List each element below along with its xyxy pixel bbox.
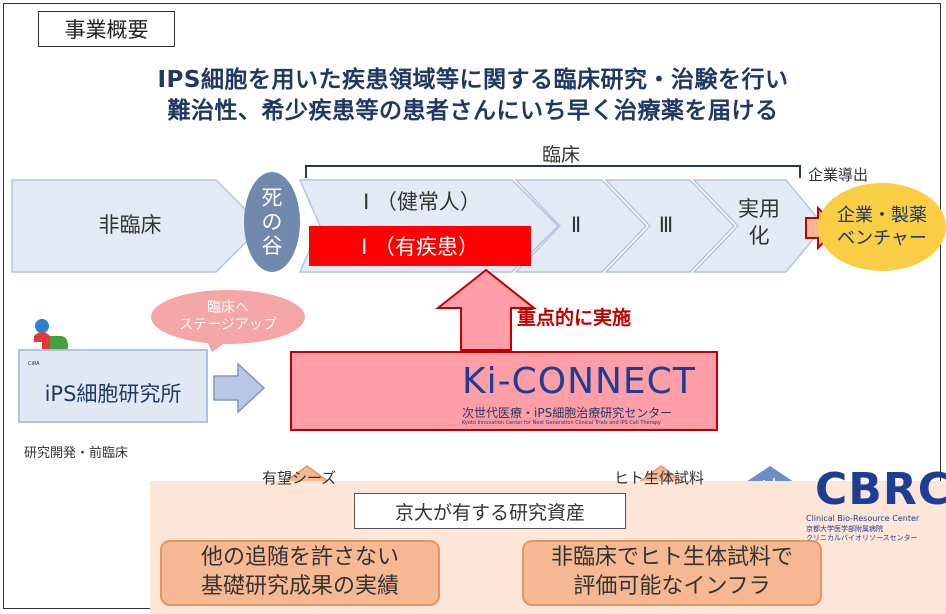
headline-line-2: 難治性、希少疾患等の患者さんにいち早く治療薬を届ける [167,98,779,124]
valley-of-death: 死 の 谷 [244,172,300,272]
phase1-healthy-label: Ⅰ （健常人） [363,190,481,214]
phase3-label: Ⅲ [658,213,674,237]
phase1-patient-label: Ⅰ （有疾患） [361,235,479,259]
valley-char-1: 死 [261,185,283,210]
company-line-2: ベンチャー [837,228,927,249]
right-strength-line-1: 非臨床でヒト生体試料で [550,545,793,571]
cbrc-line-3: クリニカルバイオリソースセンター [806,534,918,542]
ips-institute-name: iPS細胞研究所 [44,382,182,406]
phase2-label: Ⅱ [570,213,582,237]
company-line-1: 企業・製薬 [837,204,927,226]
focus-label: 重点的に実施 [517,307,632,329]
cbrc-line-2: 京都大学医学部附属病院 [806,525,883,533]
chevron-phase3 [604,179,736,273]
page-title: 事業概要 [38,11,175,47]
left-strength-box: 他の追随を許さない 基礎研究成果の実績 [160,540,440,606]
kiconnect-box [290,351,718,431]
ips-to-kiconnect-arrow [213,362,266,414]
stage-up-line-1: 臨床へ [207,299,249,316]
clinical-bracket [305,165,801,178]
valley-char-3: 谷 [261,234,283,259]
kiconnect-subtitle: 次世代医療・iPS細胞治療研究センター [462,406,673,420]
ips-caption: 研究開発・前臨床 [24,446,129,461]
nonclinical-label: 非臨床 [98,213,162,237]
left-strength-line-2: 基礎研究成果の実績 [200,574,399,599]
headline-line-1: IPS細胞を用いた疾患領域等に関する臨床研究・治験を行い [157,67,789,93]
bio-sample-label: ヒト生体試料 [614,469,705,487]
stage-up-line-2: ステージアップ [179,317,277,333]
valley-char-2: の [261,209,283,234]
practical-label: 実用 化 [724,196,794,251]
kiconnect-subtitle-en: Kyoto Innovation Center for Next Generat… [462,420,661,426]
kiconnect-logo-text: Ki-CONNECT [462,361,696,402]
cira-logo-text: CiRA [28,361,40,367]
chevron-phase2 [514,179,648,273]
chevron-nonclinical [11,179,264,273]
stage-up-bubble: 臨床へ ステージアップ [151,290,305,344]
seeds-label: 有望シーズ [262,469,337,487]
chevron-practical [692,179,825,273]
ips-institute-box: iPS細胞研究所 [18,349,208,423]
practical-line-1: 実用 [738,197,780,221]
right-strength-line-2: 評価可能なインフラ [573,574,771,599]
clinical-label: 臨床 [542,144,581,166]
cbrc-line-1: Clinical Bio-Resource Center [806,514,920,523]
practical-line-2: 化 [748,224,770,249]
left-strength-line-1: 他の追随を許さない [200,545,399,571]
cbrc-logo-text: CBRC [815,464,946,515]
company-intro-label: 企業導出 [808,166,869,184]
resources-label: 京大が有する研究資産 [394,501,585,524]
right-strength-box: 非臨床でヒト生体試料で 評価可能なインフラ [522,540,822,606]
company-ellipse: 企業・製薬 ベンチャー [818,183,946,271]
resources-box: 京大が有する研究資産 [354,493,626,529]
focus-arrow [435,268,537,351]
phase1-patient-box: Ⅰ （有疾患） [309,226,531,266]
